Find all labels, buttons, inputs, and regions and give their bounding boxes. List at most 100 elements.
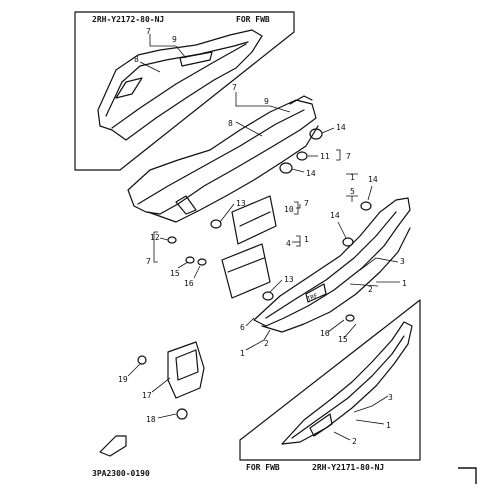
top-inset-variant-label: FOR FWB [236,15,270,24]
leader-13b [269,279,283,293]
leader-1e [355,419,385,425]
mid-rear-cover-edge [137,109,305,205]
bottom-inset-graphic [309,413,333,437]
top-inset-cover-inner-line [105,41,249,117]
callout-mid-9: 9 [264,97,269,106]
callout-1e: 1 [386,421,391,430]
callout-19: 19 [118,375,128,384]
front-arrow [99,435,127,457]
callout-10: 10 [284,205,294,214]
leader-6 [245,317,255,327]
washer-12 [167,236,177,244]
callout-15b: 15 [338,335,348,344]
leader-16a [193,265,201,279]
callout-14d: 14 [368,175,378,184]
top-inset-side-cover [97,29,263,141]
callout-13b: 13 [284,275,294,284]
callout-6: 6 [240,323,245,332]
bottom-inset-side-cover [281,321,413,445]
callout-1a: 1 [304,235,309,244]
top-inset-frame [74,11,295,171]
leader-2c [333,431,351,441]
bottom-inset-cover-inner [291,335,405,439]
bracket-11-7 [336,149,341,161]
leader-14c [337,221,347,239]
leader-top-7 [149,34,176,47]
leader-mid-8 [235,121,263,137]
collar-13a [210,219,222,229]
callout-16b: 16 [320,329,330,338]
side-panel-4 [221,243,271,299]
callout-4: 4 [286,239,291,248]
leader-top-9 [175,45,187,59]
screw-16a [197,258,207,266]
callout-top-9: 9 [172,35,177,44]
grommet-14d [360,201,372,211]
leader-19 [127,363,141,377]
callout-mid-7: 7 [232,83,237,92]
callout-15a: 15 [170,269,180,278]
callout-18: 18 [146,415,156,424]
leader-15a [177,261,189,269]
screw-15a [185,256,195,264]
panel-4-line [227,257,265,273]
leader-12 [159,237,169,241]
leader-3b [353,395,389,413]
callout-5: 5 [350,187,355,196]
nut-18 [176,408,188,420]
callout-11: 11 [320,152,330,161]
bottom-inset-variant-label: FOR FWB [246,463,280,472]
callout-7b: 7 [304,199,309,208]
relay-box-face [175,349,199,381]
top-inset-stripe [179,51,213,67]
top-inset-part-code: 2RH-Y2172-80-NJ [92,15,164,24]
leader-1d [245,339,265,351]
right-cover-lower-skirt [261,227,411,333]
callout-1c: 1 [402,279,407,288]
callout-2b: 2 [264,339,269,348]
callout-3b: 3 [388,393,393,402]
bottom-inset-frame [239,299,421,461]
callout-14b: 14 [306,169,316,178]
bracket-4-1 [296,235,301,247]
mid-cover-stripe [175,195,197,215]
right-cover-inner-line [265,211,397,319]
mid-cover-lower-skirt [147,125,319,223]
bracket-12-7 [153,231,158,263]
grommet-14b [279,162,293,174]
side-panel-10 [231,195,277,245]
callout-16a: 16 [184,279,194,288]
mid-rear-cover [127,99,317,215]
bracket-1-5 [346,173,358,197]
leader-10 [296,204,301,209]
relay-box-17 [167,341,205,399]
leader-mid-9 [269,105,291,113]
callout-13a: 13 [236,199,246,208]
callout-2a: 2 [368,285,373,294]
callout-7a: 7 [346,152,351,161]
leader-17 [151,377,171,393]
leader-3a [359,257,399,271]
leader-18 [157,413,177,419]
right-side-cover [253,197,411,327]
right-cover-badge [305,283,327,303]
callout-17: 17 [142,391,152,400]
grommet-11 [296,151,308,161]
callout-12: 12 [150,233,160,242]
screw-16b [345,314,355,322]
leader-14a [321,127,335,134]
callout-14a: 14 [336,123,346,132]
leader-14d [367,185,373,201]
bolt-19 [137,355,147,365]
top-inset-cover-trim [111,43,247,129]
leader-top-8 [139,61,161,73]
callout-14c: 14 [330,211,340,220]
grommet-14c [342,237,354,247]
top-inset-graphic [115,77,143,99]
collar-13b [262,291,274,301]
leader-13a [219,203,235,223]
corner-mark [458,467,477,484]
panel-10-line [239,211,271,227]
bottom-inset-part-code: 2RH-Y2171-80-NJ [312,463,384,472]
